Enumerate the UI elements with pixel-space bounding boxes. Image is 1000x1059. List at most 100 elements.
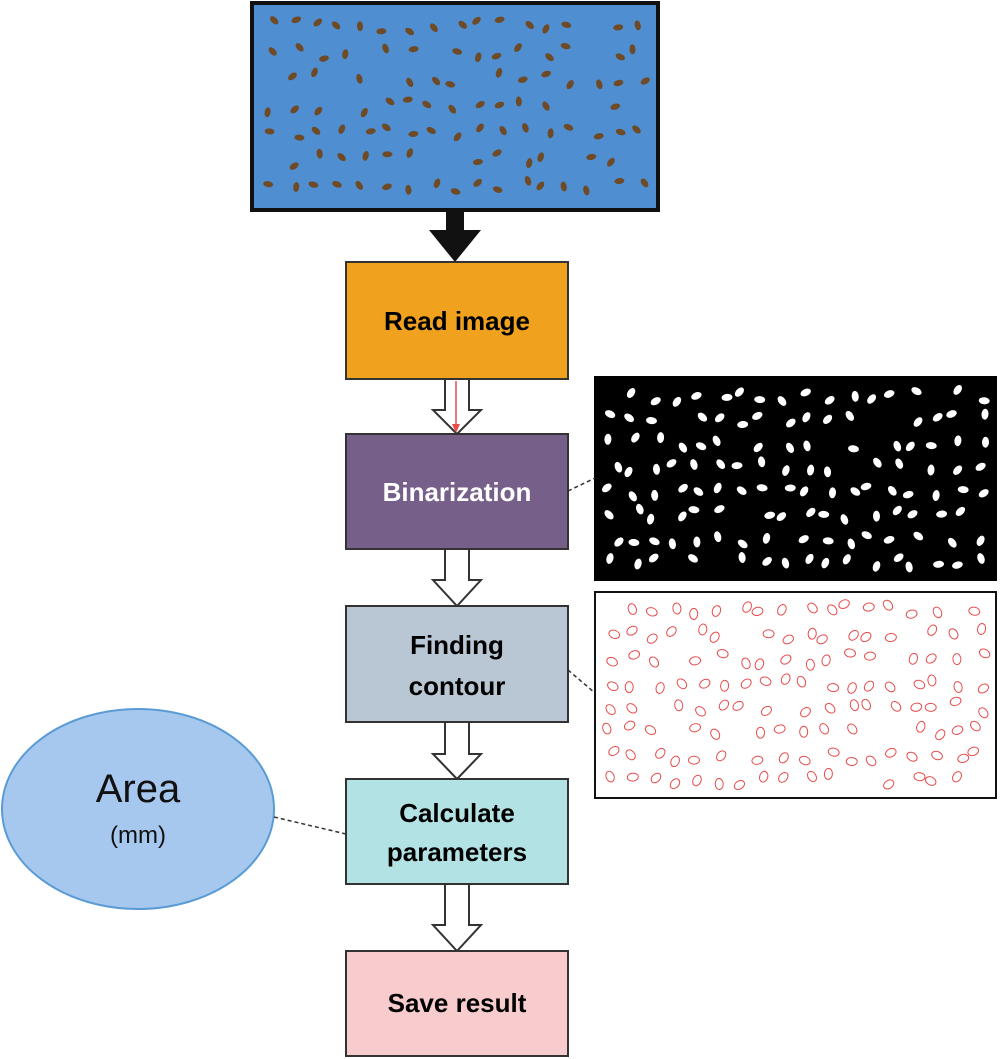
seed-mark bbox=[560, 181, 567, 192]
seed-mark bbox=[807, 602, 818, 614]
seed-mark bbox=[764, 511, 776, 519]
seed-mark bbox=[777, 604, 787, 616]
seed-mark bbox=[624, 466, 633, 478]
seed-mark bbox=[264, 128, 275, 135]
seed-mark bbox=[895, 458, 904, 469]
seed-mark bbox=[634, 558, 642, 570]
seed-mark bbox=[288, 72, 297, 81]
seed-mark bbox=[924, 776, 937, 786]
seed-mark bbox=[308, 181, 319, 188]
seed-mark bbox=[472, 16, 481, 25]
seed-mark bbox=[893, 553, 904, 563]
seed-mark bbox=[981, 436, 990, 448]
seed-mark bbox=[356, 21, 364, 32]
contour-seed-group bbox=[602, 599, 991, 790]
step-save-result: Save result bbox=[345, 950, 569, 1057]
seed-mark bbox=[924, 702, 937, 712]
seed-mark bbox=[268, 47, 277, 56]
seed-mark bbox=[737, 539, 748, 549]
seed-mark bbox=[337, 153, 346, 162]
seed-mark bbox=[949, 696, 962, 707]
seed-mark bbox=[776, 512, 787, 522]
seed-mark bbox=[291, 16, 302, 24]
seed-mark bbox=[604, 410, 616, 419]
seed-mark bbox=[845, 410, 855, 421]
seed-mark bbox=[678, 483, 688, 493]
seed-mark bbox=[475, 100, 485, 109]
seed-mark bbox=[623, 720, 636, 731]
seed-mark bbox=[385, 97, 395, 106]
seed-mark bbox=[472, 158, 483, 166]
seed-mark bbox=[693, 536, 701, 548]
seed-mark bbox=[952, 561, 963, 569]
seed-mark bbox=[672, 602, 682, 615]
seed-mark bbox=[740, 678, 752, 689]
seed-mark bbox=[650, 772, 662, 784]
seed-mark bbox=[289, 162, 299, 170]
binary-image-panel bbox=[594, 376, 997, 581]
seed-mark bbox=[657, 432, 665, 444]
seed-mark bbox=[828, 487, 837, 499]
seed-mark bbox=[624, 413, 634, 423]
connector-binarization-to-binary bbox=[567, 477, 596, 492]
seed-mark bbox=[752, 411, 763, 420]
seed-mark bbox=[861, 698, 872, 711]
hollow-arrow-contour-to-calculate bbox=[430, 721, 484, 781]
seed-mark bbox=[916, 720, 926, 733]
seed-mark bbox=[932, 413, 943, 422]
seed-mark bbox=[710, 728, 721, 740]
seed-mark bbox=[756, 484, 768, 492]
seed-mark bbox=[807, 464, 815, 476]
photo-seed-group bbox=[263, 16, 650, 196]
seed-mark bbox=[515, 96, 522, 107]
seed-mark bbox=[429, 23, 438, 32]
seed-mark bbox=[718, 699, 730, 711]
seed-mark bbox=[799, 755, 811, 766]
seed-mark bbox=[448, 104, 457, 114]
seed-mark bbox=[823, 466, 832, 478]
seed-mark bbox=[714, 505, 725, 514]
seed-mark bbox=[951, 725, 964, 735]
seed-mark bbox=[932, 606, 943, 619]
seed-mark bbox=[381, 123, 391, 132]
area-ellipse bbox=[1, 708, 275, 910]
seed-mark bbox=[802, 412, 811, 423]
seed-mark bbox=[614, 177, 625, 185]
seed-mark bbox=[847, 682, 857, 694]
step-binarization: Binarization bbox=[345, 433, 569, 550]
seed-mark bbox=[860, 482, 872, 491]
seed-mark bbox=[872, 561, 881, 572]
seed-mark bbox=[824, 702, 836, 714]
seed-mark bbox=[270, 16, 279, 25]
seed-mark bbox=[981, 408, 989, 420]
input-seed-photo bbox=[250, 1, 660, 212]
step-finding-contour: Finding contour bbox=[345, 605, 569, 723]
seed-mark bbox=[537, 152, 544, 163]
seed-mark bbox=[382, 43, 389, 54]
seed-mark bbox=[784, 484, 796, 492]
seed-mark bbox=[849, 699, 860, 712]
connector-area-to-calculate bbox=[273, 816, 347, 835]
seed-mark bbox=[978, 648, 991, 659]
seed-mark bbox=[884, 632, 897, 643]
seed-mark bbox=[405, 184, 412, 195]
seed-mark bbox=[911, 387, 922, 396]
seed-mark bbox=[514, 43, 522, 52]
seed-mark bbox=[422, 100, 432, 109]
seed-mark bbox=[382, 183, 392, 191]
calculate-parameters-label-line1: Calculate bbox=[399, 798, 515, 828]
seed-mark bbox=[615, 53, 625, 61]
save-result-label: Save result bbox=[388, 988, 527, 1018]
seed-mark bbox=[697, 412, 708, 422]
seed-mark bbox=[645, 607, 658, 617]
seed-mark bbox=[975, 462, 986, 471]
seed-mark bbox=[913, 417, 923, 427]
seed-mark bbox=[652, 463, 661, 475]
seed-mark bbox=[605, 704, 616, 716]
seed-mark bbox=[807, 627, 817, 640]
seed-mark bbox=[360, 107, 368, 118]
seed-mark bbox=[848, 629, 859, 641]
seed-mark bbox=[865, 755, 877, 767]
seed-mark bbox=[844, 648, 856, 658]
